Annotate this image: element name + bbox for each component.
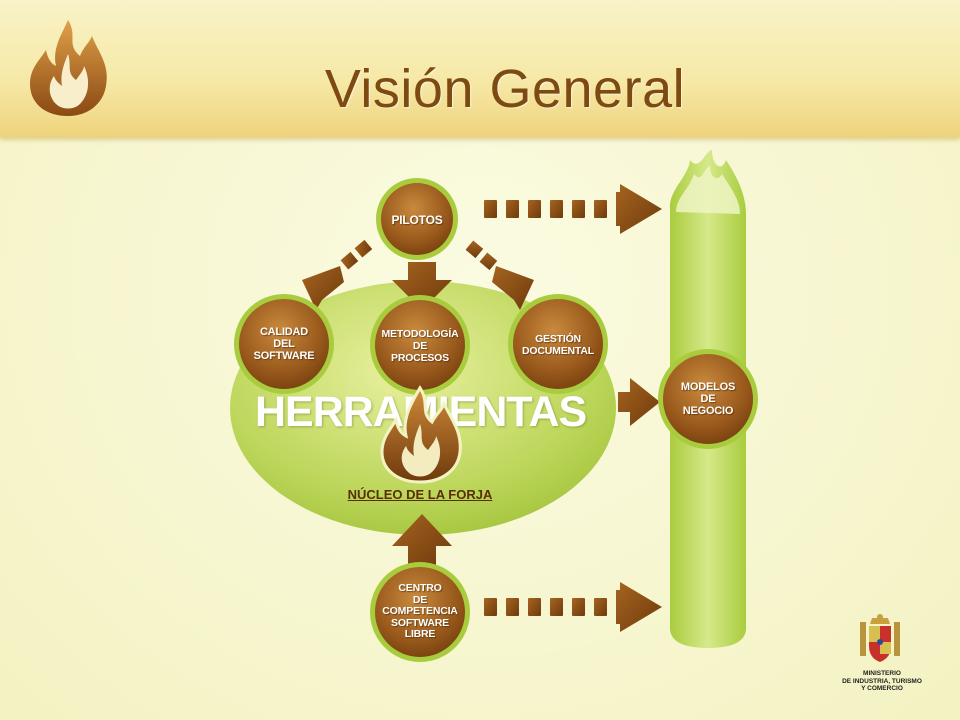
arrow-pilotos-to-calidad: [302, 239, 373, 310]
node-label-modelos: MODELOS DE NEGOCIO: [668, 381, 748, 417]
centro-line-3: COMPETENCIA: [382, 605, 458, 617]
calidad-line-1: CALIDAD: [259, 326, 309, 338]
page-title: Visión General: [324, 59, 686, 119]
ministry-line-1: MINISTERIO: [863, 670, 901, 677]
nucleo-label: NÚCLEO DE LA FORJA: [347, 487, 493, 502]
node-calidad: [234, 294, 334, 394]
metodologia-line-3: PROCESOS: [391, 352, 449, 364]
core-flame-overlay-icon: [380, 386, 462, 484]
centro-line-1: CENTRO: [398, 582, 442, 594]
ministry-line-3: Y COMERCIO: [861, 685, 903, 692]
node-label-pilotos: PILOTOS: [377, 214, 457, 226]
node-label-centro: CENTRO DE COMPETENCIA SOFTWARE LIBRE: [372, 582, 468, 641]
metodologia-line-2: DE: [412, 340, 428, 352]
centro-line-5: LIBRE: [404, 628, 436, 640]
node-label-metodologia: METODOLOGÍA DE PROCESOS: [375, 328, 465, 364]
node-label-calidad: CALIDAD DEL SOFTWARE: [244, 326, 324, 362]
arrow-pilotos-to-pillar: [484, 184, 662, 234]
gestion-line-2: DOCUMENTAL: [522, 345, 594, 357]
arrow-pilotos-to-gestion: [465, 240, 534, 310]
node-gestion: [508, 294, 608, 394]
node-modelos: [658, 349, 758, 449]
modelos-line-1: MODELOS: [680, 381, 736, 393]
centro-line-2: DE: [412, 593, 428, 606]
node-metodologia: [370, 295, 470, 395]
ministry-label: MINISTERIO DE INDUSTRIA, TURISMO Y COMER…: [830, 670, 934, 693]
pilotos-text: PILOTOS: [391, 213, 443, 227]
arrow-pilotos-to-metodologia: [392, 262, 452, 310]
centro-line-4: SOFTWARE: [391, 616, 449, 629]
node-label-gestion: GESTIÓN DOCUMENTAL: [510, 333, 606, 357]
modelos-line-3: NEGOCIO: [682, 405, 734, 417]
modelos-line-2: DE: [700, 393, 716, 405]
ministry-line-2: DE INDUSTRIA, TURISMO: [842, 677, 922, 685]
coat-of-arms-icon: [860, 614, 900, 662]
calidad-line-3: SOFTWARE: [253, 350, 315, 362]
header-band: [0, 0, 960, 137]
calidad-line-2: DEL: [273, 338, 295, 350]
arrow-centro-to-nucleo: [392, 514, 452, 566]
arrow-ellipse-to-modelos: [618, 378, 660, 426]
gestion-line-1: GESTIÓN: [535, 333, 581, 345]
node-pilotos: [376, 178, 458, 260]
metodologia-line-1: METODOLOGÍA: [381, 328, 459, 340]
node-centro: [370, 562, 470, 662]
flame-logo-icon: [30, 20, 107, 116]
arrow-centro-to-pillar: [484, 582, 662, 632]
